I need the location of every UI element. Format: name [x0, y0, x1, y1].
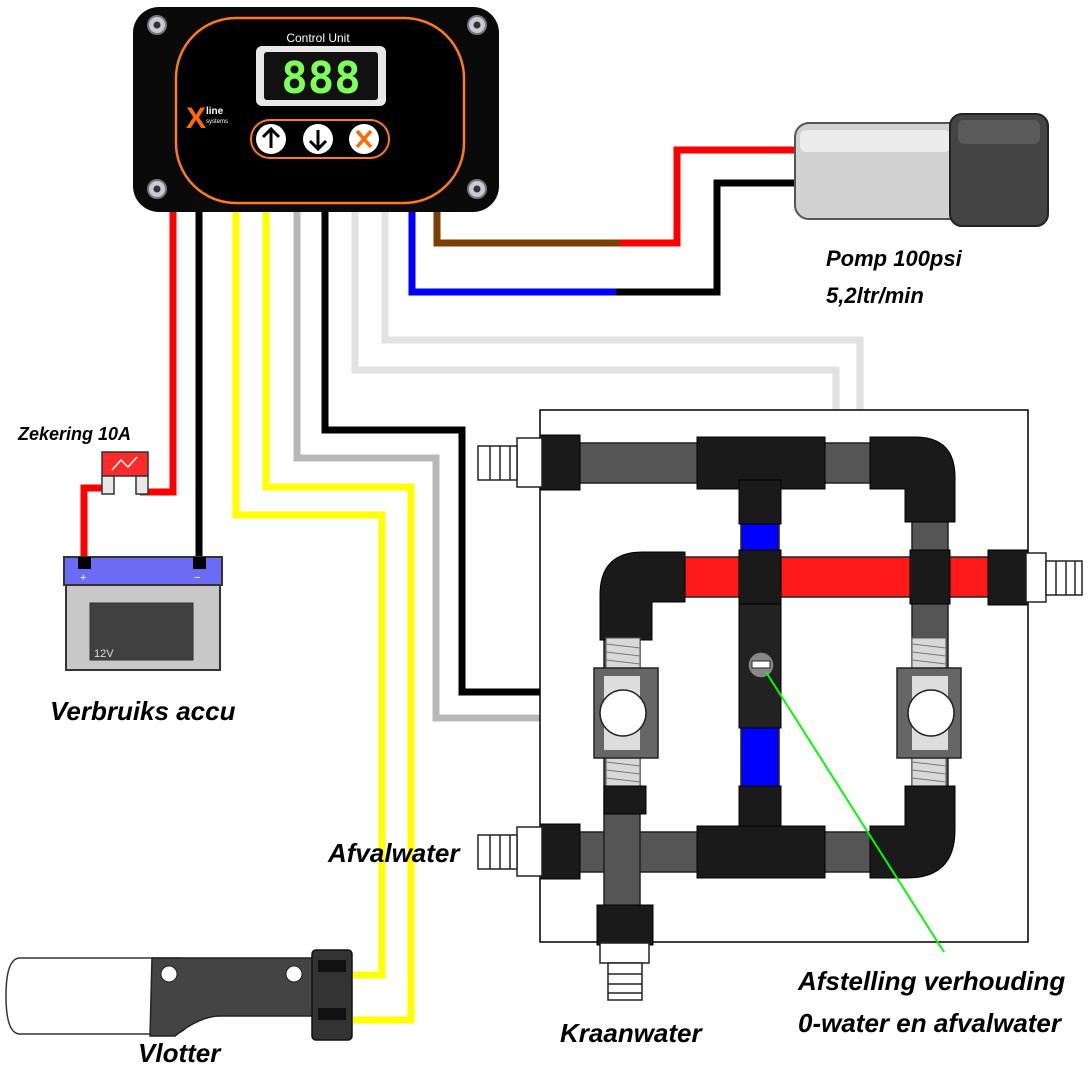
fuse-label: Zekering 10A	[17, 424, 131, 444]
pump-label-line1: Pomp 100psi	[826, 246, 963, 271]
wire-float-1	[232, 205, 386, 979]
wire-pump-red	[620, 146, 795, 247]
plumbing-assembly	[477, 409, 1083, 1001]
svg-text:line: line	[206, 106, 224, 117]
battery-minus: −	[194, 572, 200, 584]
adjustment-screw-icon	[747, 651, 775, 679]
float-label: Vlotter	[138, 1038, 222, 1068]
pump	[794, 113, 1049, 227]
xline-logo: X line systems	[186, 102, 228, 135]
wire-pump-black	[616, 179, 795, 296]
wire-valve1-black	[321, 205, 595, 696]
control-unit: Control Unit 888 X line systems	[133, 7, 499, 212]
wires	[80, 146, 897, 1024]
wire-battery-positive	[140, 205, 177, 496]
pump-label-line2: 5,2ltr/min	[826, 283, 924, 308]
svg-text:X: X	[186, 102, 206, 135]
adjust-label-line1: Afstelling verhouding	[797, 966, 1065, 996]
battery-voltage: 12V	[94, 648, 114, 660]
led-display: 888	[281, 53, 360, 104]
adjust-label-line2: 0-water en afvalwater	[798, 1008, 1063, 1038]
battery-plus: +	[80, 572, 86, 584]
hose-barb-right	[1025, 552, 1083, 603]
x-icon[interactable]	[349, 124, 379, 154]
fuse-icon	[101, 451, 149, 495]
hose-barb-top-left	[477, 437, 543, 488]
wire-pump-blue	[408, 205, 620, 296]
hose-barb-bottom-left	[477, 826, 543, 877]
solenoid-valve-1	[593, 667, 659, 759]
wire-valve1-grey	[293, 205, 595, 722]
adjustment-pointer-line	[765, 671, 945, 953]
screw-icons	[147, 15, 487, 199]
float-switch	[5, 949, 353, 1041]
down-arrow-icon[interactable]	[303, 124, 333, 154]
battery: + − 12V	[63, 556, 223, 671]
solenoid-valve-2	[896, 667, 962, 759]
wire-pump-brown	[433, 205, 624, 247]
tap-water-label: Kraanwater	[560, 1018, 703, 1048]
hose-barb-bottom	[599, 942, 650, 1001]
waste-water-label: Afvalwater	[327, 838, 461, 868]
wire-float-2	[262, 205, 415, 1024]
battery-label: Verbruiks accu	[50, 696, 236, 726]
up-arrow-icon[interactable]	[256, 124, 286, 154]
wire-fuse-to-battery	[80, 484, 108, 562]
svg-text:systems: systems	[206, 119, 228, 125]
control-unit-title: Control Unit	[286, 31, 350, 45]
